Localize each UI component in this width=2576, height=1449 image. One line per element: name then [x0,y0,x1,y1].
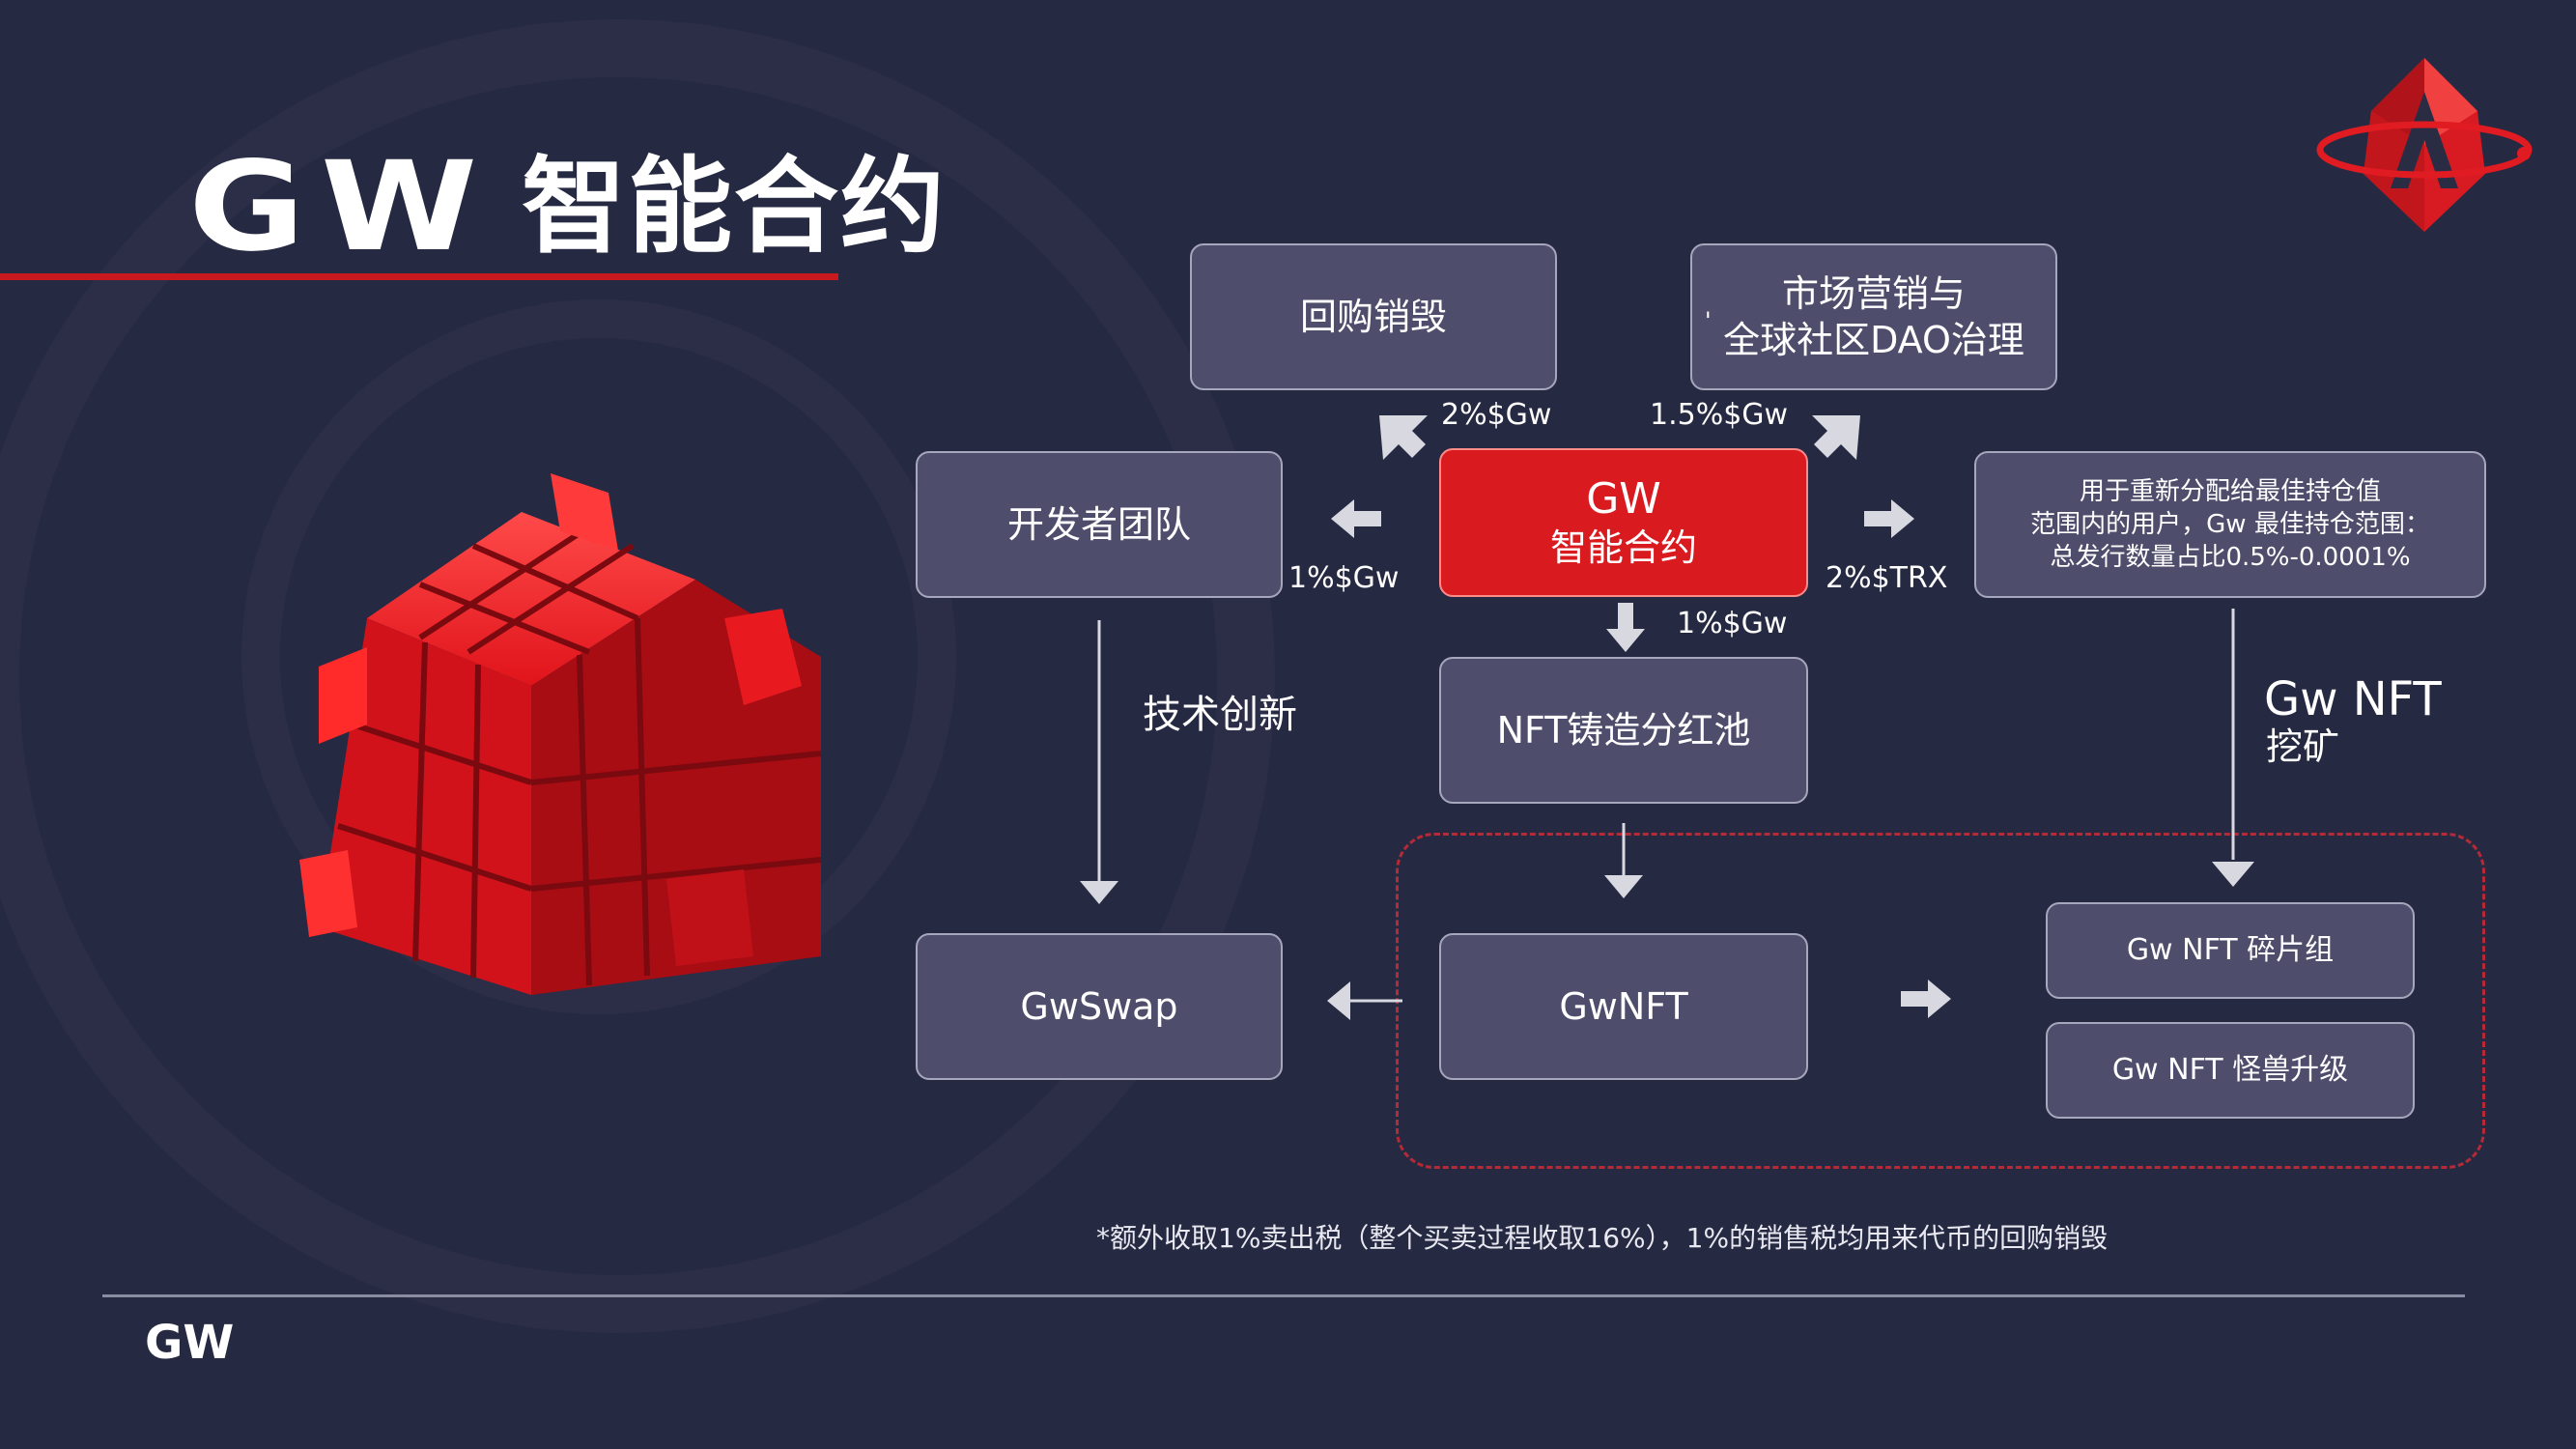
gw-logo-icon [2316,58,2533,232]
marketing-dao-box: 市场营销与 全球社区DAO治理 [1690,243,2057,390]
nft-mining-label-line1: Gw NFT [2264,672,2442,726]
footer-divider [102,1294,2465,1297]
pct-to-dev-team: 1%$Gw [1288,561,1400,595]
tech-innovation-label: 技术创新 [1143,693,1297,737]
footer-brand: GW [145,1316,235,1370]
arrow-to-buyback [1379,415,1428,460]
nft-mining-label-line2: 挖矿 [2266,725,2340,768]
page-title-latin: GW [188,135,494,279]
marketing-label-line1: 市场营销与 [1781,272,1966,315]
buyback-burn-label: 回购销毁 [1299,296,1447,338]
red-cube-graphic [299,473,822,995]
marketing-label-line2: 全球社区DAO治理 [1723,319,2024,361]
arrow-to-redistribution [1864,499,1914,538]
gwswap-box: GwSwap [916,933,1283,1080]
page-title-chinese: 智能合约 [522,147,948,268]
redistribution-line3: 总发行数量占比0.5%-0.0001% [2050,543,2411,572]
pct-to-redistribution: 2%$TRX [1826,561,1948,595]
arrow-gwnft-to-nft-group [1901,980,1951,1018]
nft-fragments-box: Gw NFT 碎片组 [2046,902,2415,999]
gwnft-label: GwNFT [1559,985,1688,1028]
sell-tax-footnote: *额外收取1%卖出税（整个买卖过程收取16%），1%的销售税均用来代币的回购销毁 [1096,1222,2109,1254]
title-underline [0,273,838,280]
core-label-line1: GW [1586,474,1661,524]
gwnft-box: GwNFT [1439,933,1808,1080]
arrow-to-marketing [1812,415,1860,460]
buyback-burn-box: 回购销毁 [1190,243,1557,390]
pct-to-marketing: 1.5%$Gw [1650,398,1789,432]
nft-upgrade-label: Gw NFT 怪兽升级 [2111,1053,2349,1087]
developer-team-label: 开发者团队 [1006,503,1191,546]
nft-mint-dividend-pool-box: NFT铸造分红池 [1439,657,1808,804]
pct-to-buyback: 2%$Gw [1441,398,1552,432]
gw-smart-contract-core: GW 智能合约 [1439,448,1808,597]
stray-mark: ' [1705,307,1712,334]
pct-to-nft-pool: 1%$Gw [1677,607,1788,640]
nft-fragments-label: Gw NFT 碎片组 [2126,933,2335,967]
nft-monster-upgrade-box: Gw NFT 怪兽升级 [2046,1022,2415,1119]
gwswap-label: GwSwap [1020,985,1178,1028]
arrow-to-dev-team [1331,499,1381,538]
redistribution-box: 用于重新分配给最佳持仓值 范围内的用户，Gw 最佳持仓范围： 总发行数量占比0.… [1974,451,2486,598]
developer-team-box: 开发者团队 [916,451,1283,598]
nft-pool-label: NFT铸造分红池 [1496,709,1751,752]
redistribution-line2: 范围内的用户，Gw 最佳持仓范围： [2030,510,2430,539]
redistribution-line1: 用于重新分配给最佳持仓值 [2079,477,2381,506]
arrow-to-nft-pool [1606,603,1645,652]
core-label-line2: 智能合约 [1549,526,1697,569]
